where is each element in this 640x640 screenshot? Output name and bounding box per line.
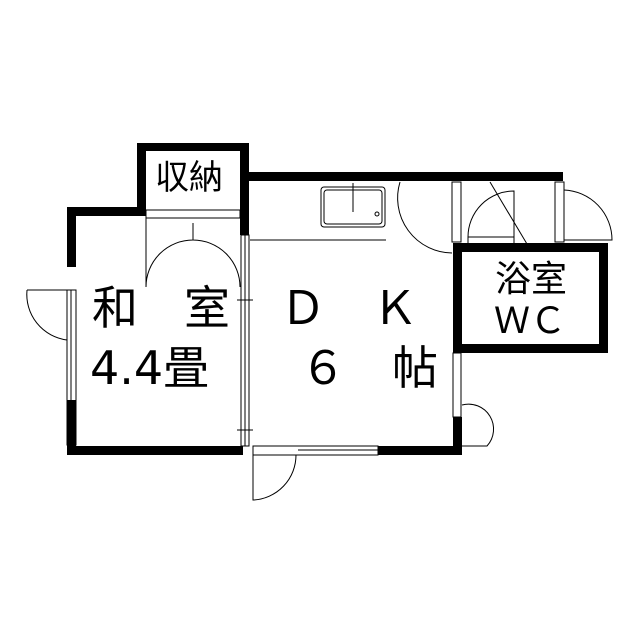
bath-label: 浴室 — [495, 259, 568, 300]
washitsu-label: 和 室 — [92, 281, 230, 335]
wc-label: ＷＣ — [494, 301, 567, 342]
walls — [67, 143, 608, 455]
storage-label: 収納 — [155, 158, 223, 198]
dk-label: Ｄ Ｋ — [280, 281, 418, 335]
dk-size: ６ 帖 — [300, 341, 438, 395]
washitsu-size: 4.4畳 — [90, 341, 210, 395]
fixtures — [26, 181, 613, 501]
